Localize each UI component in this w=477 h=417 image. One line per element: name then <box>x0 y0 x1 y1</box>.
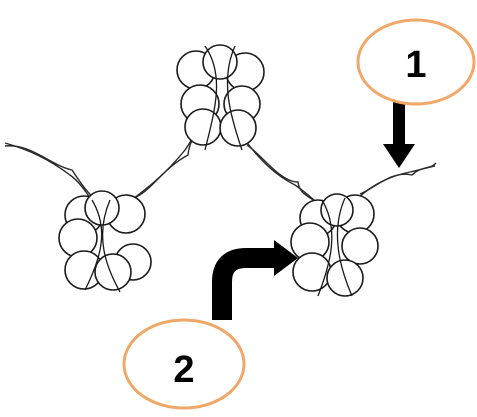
arrow-down <box>383 102 415 168</box>
histone <box>94 253 132 291</box>
dna-strand <box>4 119 437 209</box>
dna-wrap <box>317 197 353 297</box>
histone <box>292 252 332 292</box>
histone <box>341 227 379 265</box>
dna-wrap <box>204 45 243 151</box>
histone <box>184 108 222 146</box>
histone <box>219 109 257 147</box>
callout-1-ring <box>356 18 476 106</box>
histone <box>84 190 120 226</box>
callout-2-ring <box>122 318 246 410</box>
callout-1-label: 1 <box>405 44 426 86</box>
dna-wrap <box>84 199 121 293</box>
callout-1: 1 <box>356 18 476 106</box>
histone <box>320 193 354 227</box>
nucleosome-left <box>58 190 152 293</box>
callout-2: 2 <box>122 318 246 410</box>
nucleosome-top <box>176 44 265 151</box>
arrow-bent <box>212 240 298 320</box>
callout-2-label: 2 <box>173 349 194 391</box>
nucleosome-right <box>290 193 379 297</box>
